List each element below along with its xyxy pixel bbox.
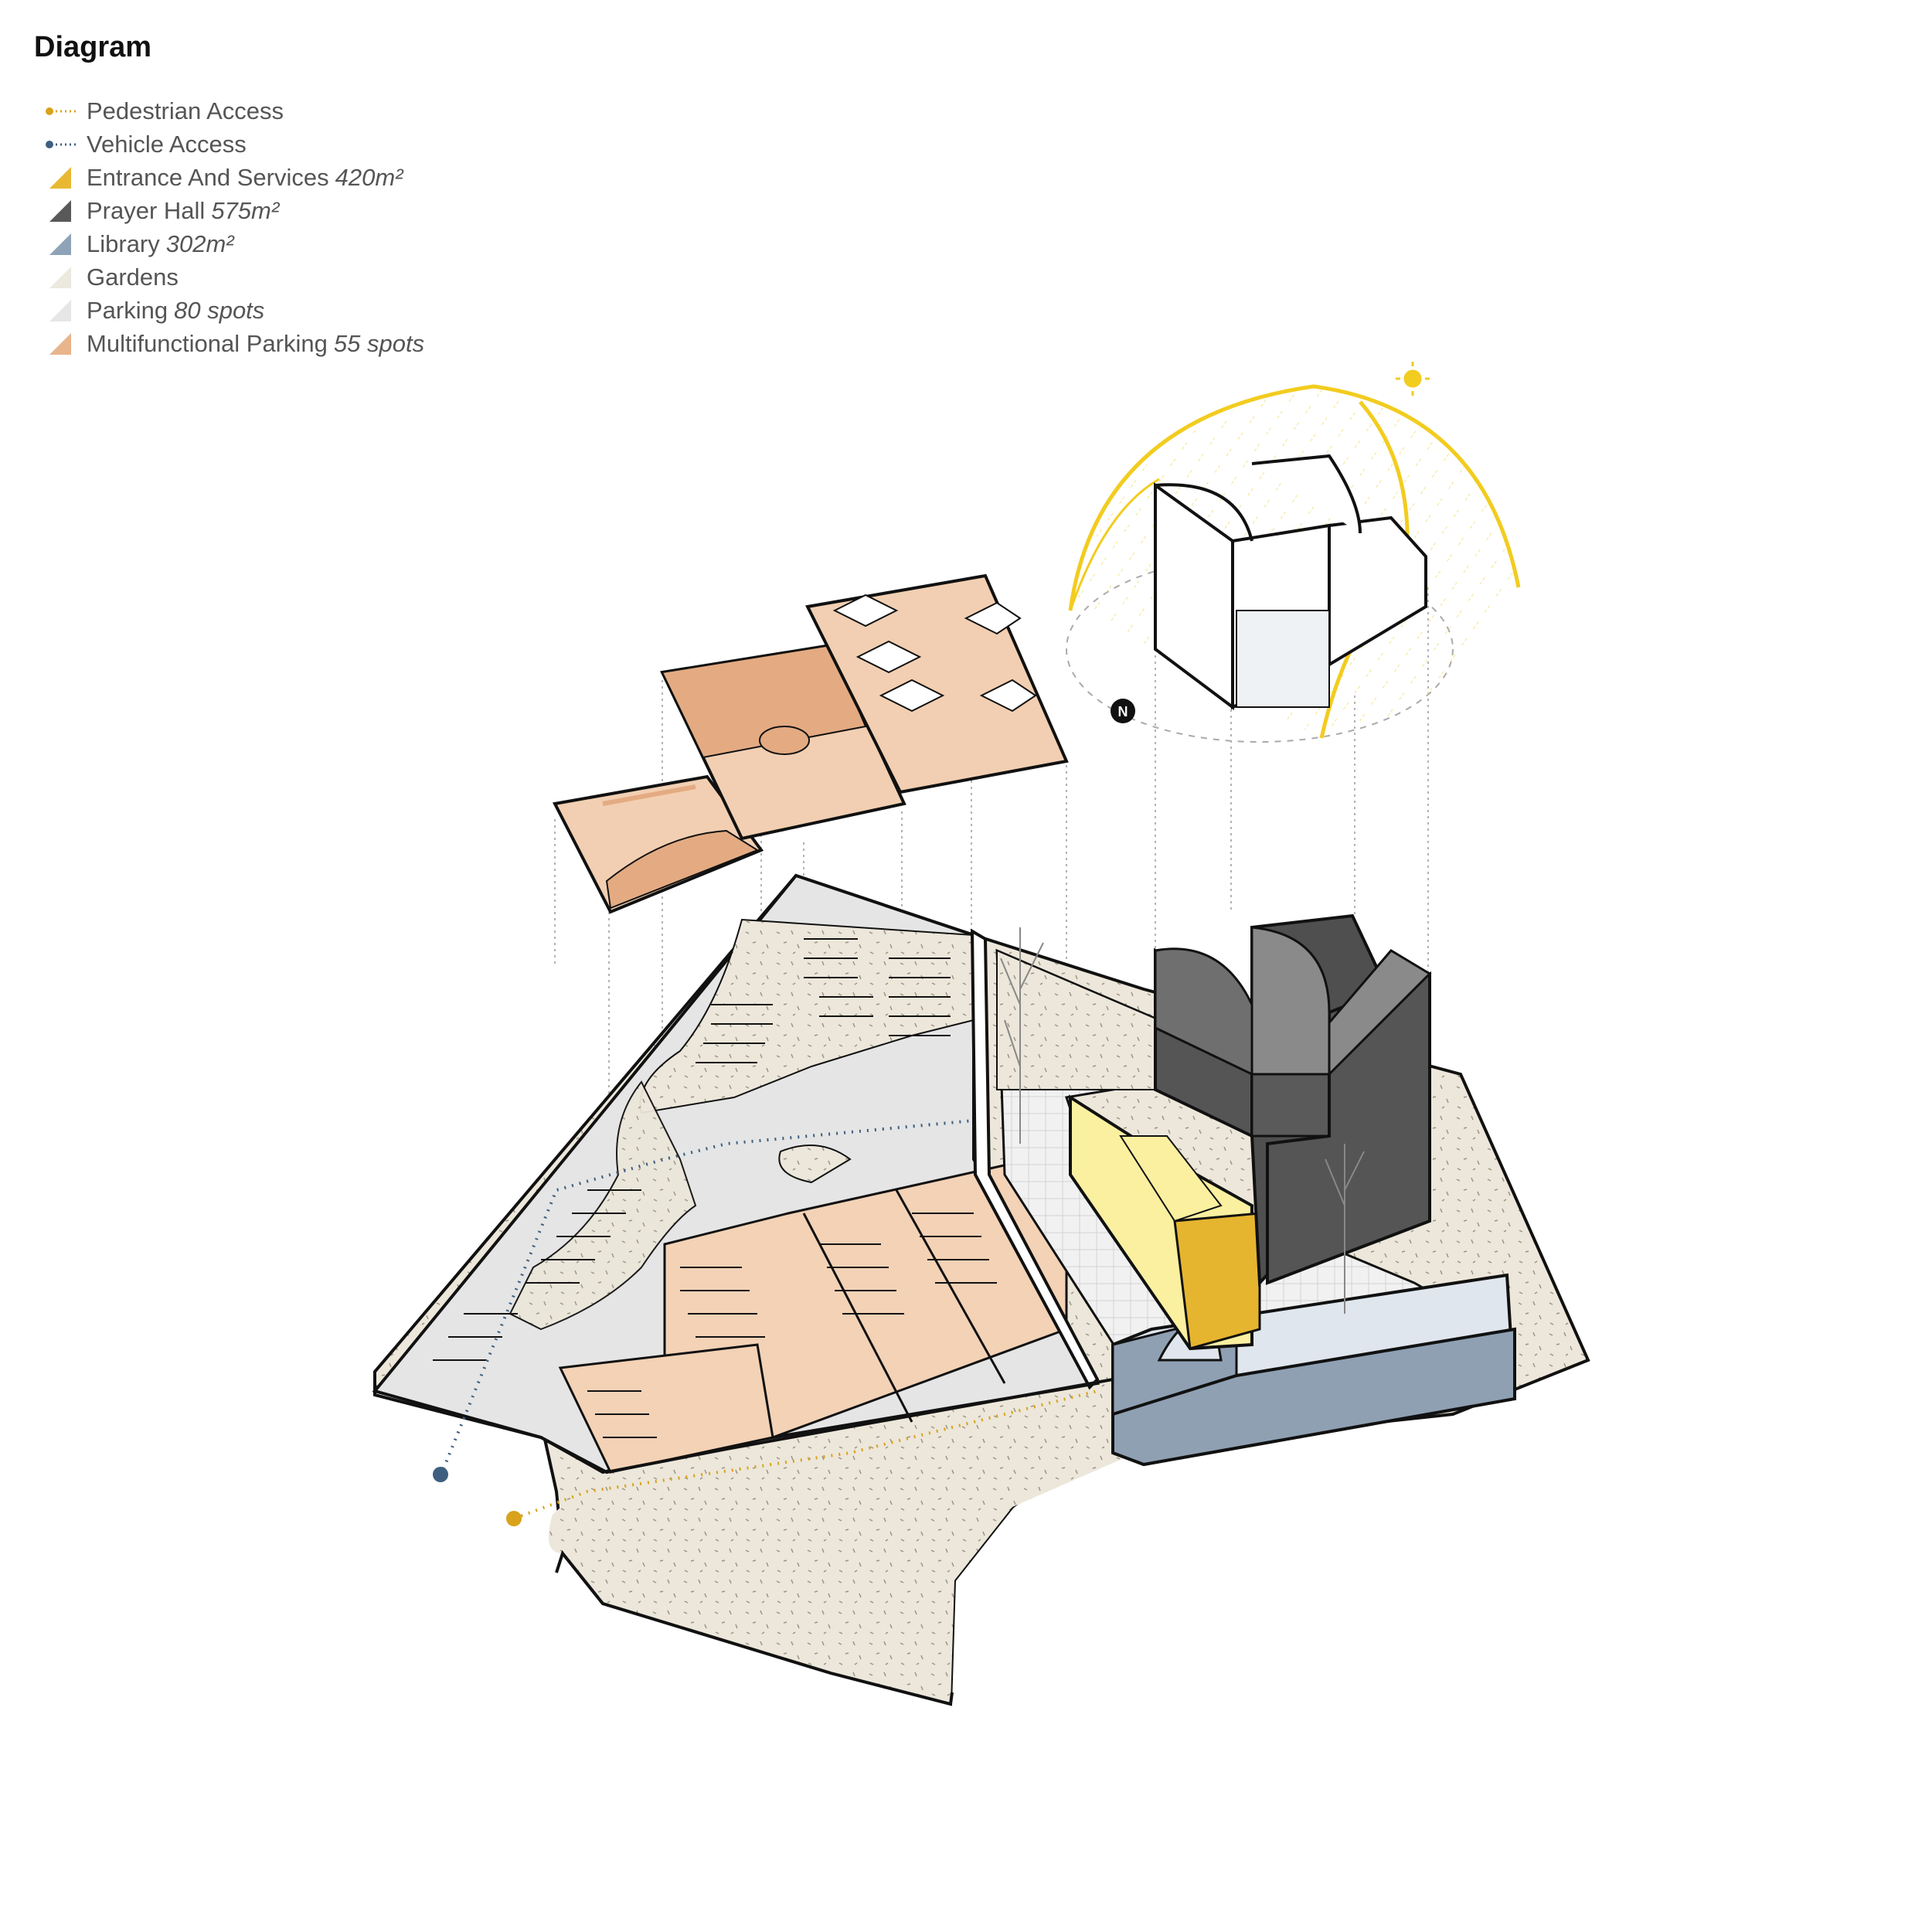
prayer-hall-building — [1154, 913, 1432, 1287]
gardens-swatch-icon — [49, 266, 71, 288]
parking-swatch-icon — [49, 299, 71, 321]
legend-label: Vehicle Access — [87, 130, 247, 158]
legend-label: Parking — [87, 296, 168, 324]
court-slab-football — [660, 643, 906, 841]
legend-value: 420m² — [335, 163, 403, 191]
multifunctional-stalls — [587, 1213, 997, 1438]
prayer-hall-swatch-icon — [49, 199, 71, 222]
legend-value: 575m² — [211, 196, 280, 224]
pedestrian-access-route — [506, 1389, 1098, 1526]
legend-item-gardens: Gardens — [45, 260, 424, 294]
legend-value: 55 spots — [333, 329, 425, 357]
north-label: N — [1118, 704, 1128, 719]
legend-item-library: Library 302m² — [45, 227, 424, 260]
legend-label: Pedestrian Access — [87, 97, 284, 124]
legend-item-parking: Parking 80 spots — [45, 294, 424, 327]
legend-item-vehicle-access: Vehicle Access — [45, 128, 424, 161]
tree-icons — [1000, 927, 1365, 1314]
vehicle-access-route — [433, 1119, 975, 1482]
entrance-swatch-icon — [49, 166, 71, 189]
front-garden — [548, 1414, 1159, 1704]
legend-label: Prayer Hall — [87, 196, 206, 224]
legend-item-entrance-services: Entrance And Services 420m² — [45, 161, 424, 194]
legend: Pedestrian Access Vehicle Access Entranc… — [45, 94, 424, 360]
legend-label: Entrance And Services — [87, 163, 329, 191]
entrance-services-building — [1069, 1094, 1261, 1351]
court-slab-basketball — [552, 774, 764, 914]
multifunctional-swatch-icon — [49, 332, 71, 355]
diagram-title: Diagram — [34, 31, 152, 63]
legend-label: Gardens — [87, 263, 179, 291]
sun-icon — [1396, 362, 1430, 396]
pedestrian-access-line-icon — [46, 107, 76, 115]
parking-stalls — [433, 938, 951, 1361]
legend-label: Library — [87, 230, 160, 257]
legend-value: 302m² — [165, 230, 234, 257]
vehicle-access-line-icon — [46, 140, 76, 148]
legend-label: Multifunctional Parking — [87, 329, 328, 357]
legend-item-prayer-hall: Prayer Hall 575m² — [45, 194, 424, 227]
legend-item-pedestrian-access: Pedestrian Access — [45, 94, 424, 128]
prayer-hall-massing-model — [1154, 454, 1427, 710]
multifunctional-parking-area — [558, 1150, 1068, 1474]
legend-value: 80 spots — [174, 296, 265, 324]
legend-item-multifunctional-parking: Multifunctional Parking 55 spots — [45, 327, 424, 360]
court-slab-market — [805, 573, 1069, 794]
library-swatch-icon — [49, 233, 71, 255]
site-wall — [970, 928, 1100, 1390]
north-arrow-icon: N — [1111, 699, 1135, 723]
